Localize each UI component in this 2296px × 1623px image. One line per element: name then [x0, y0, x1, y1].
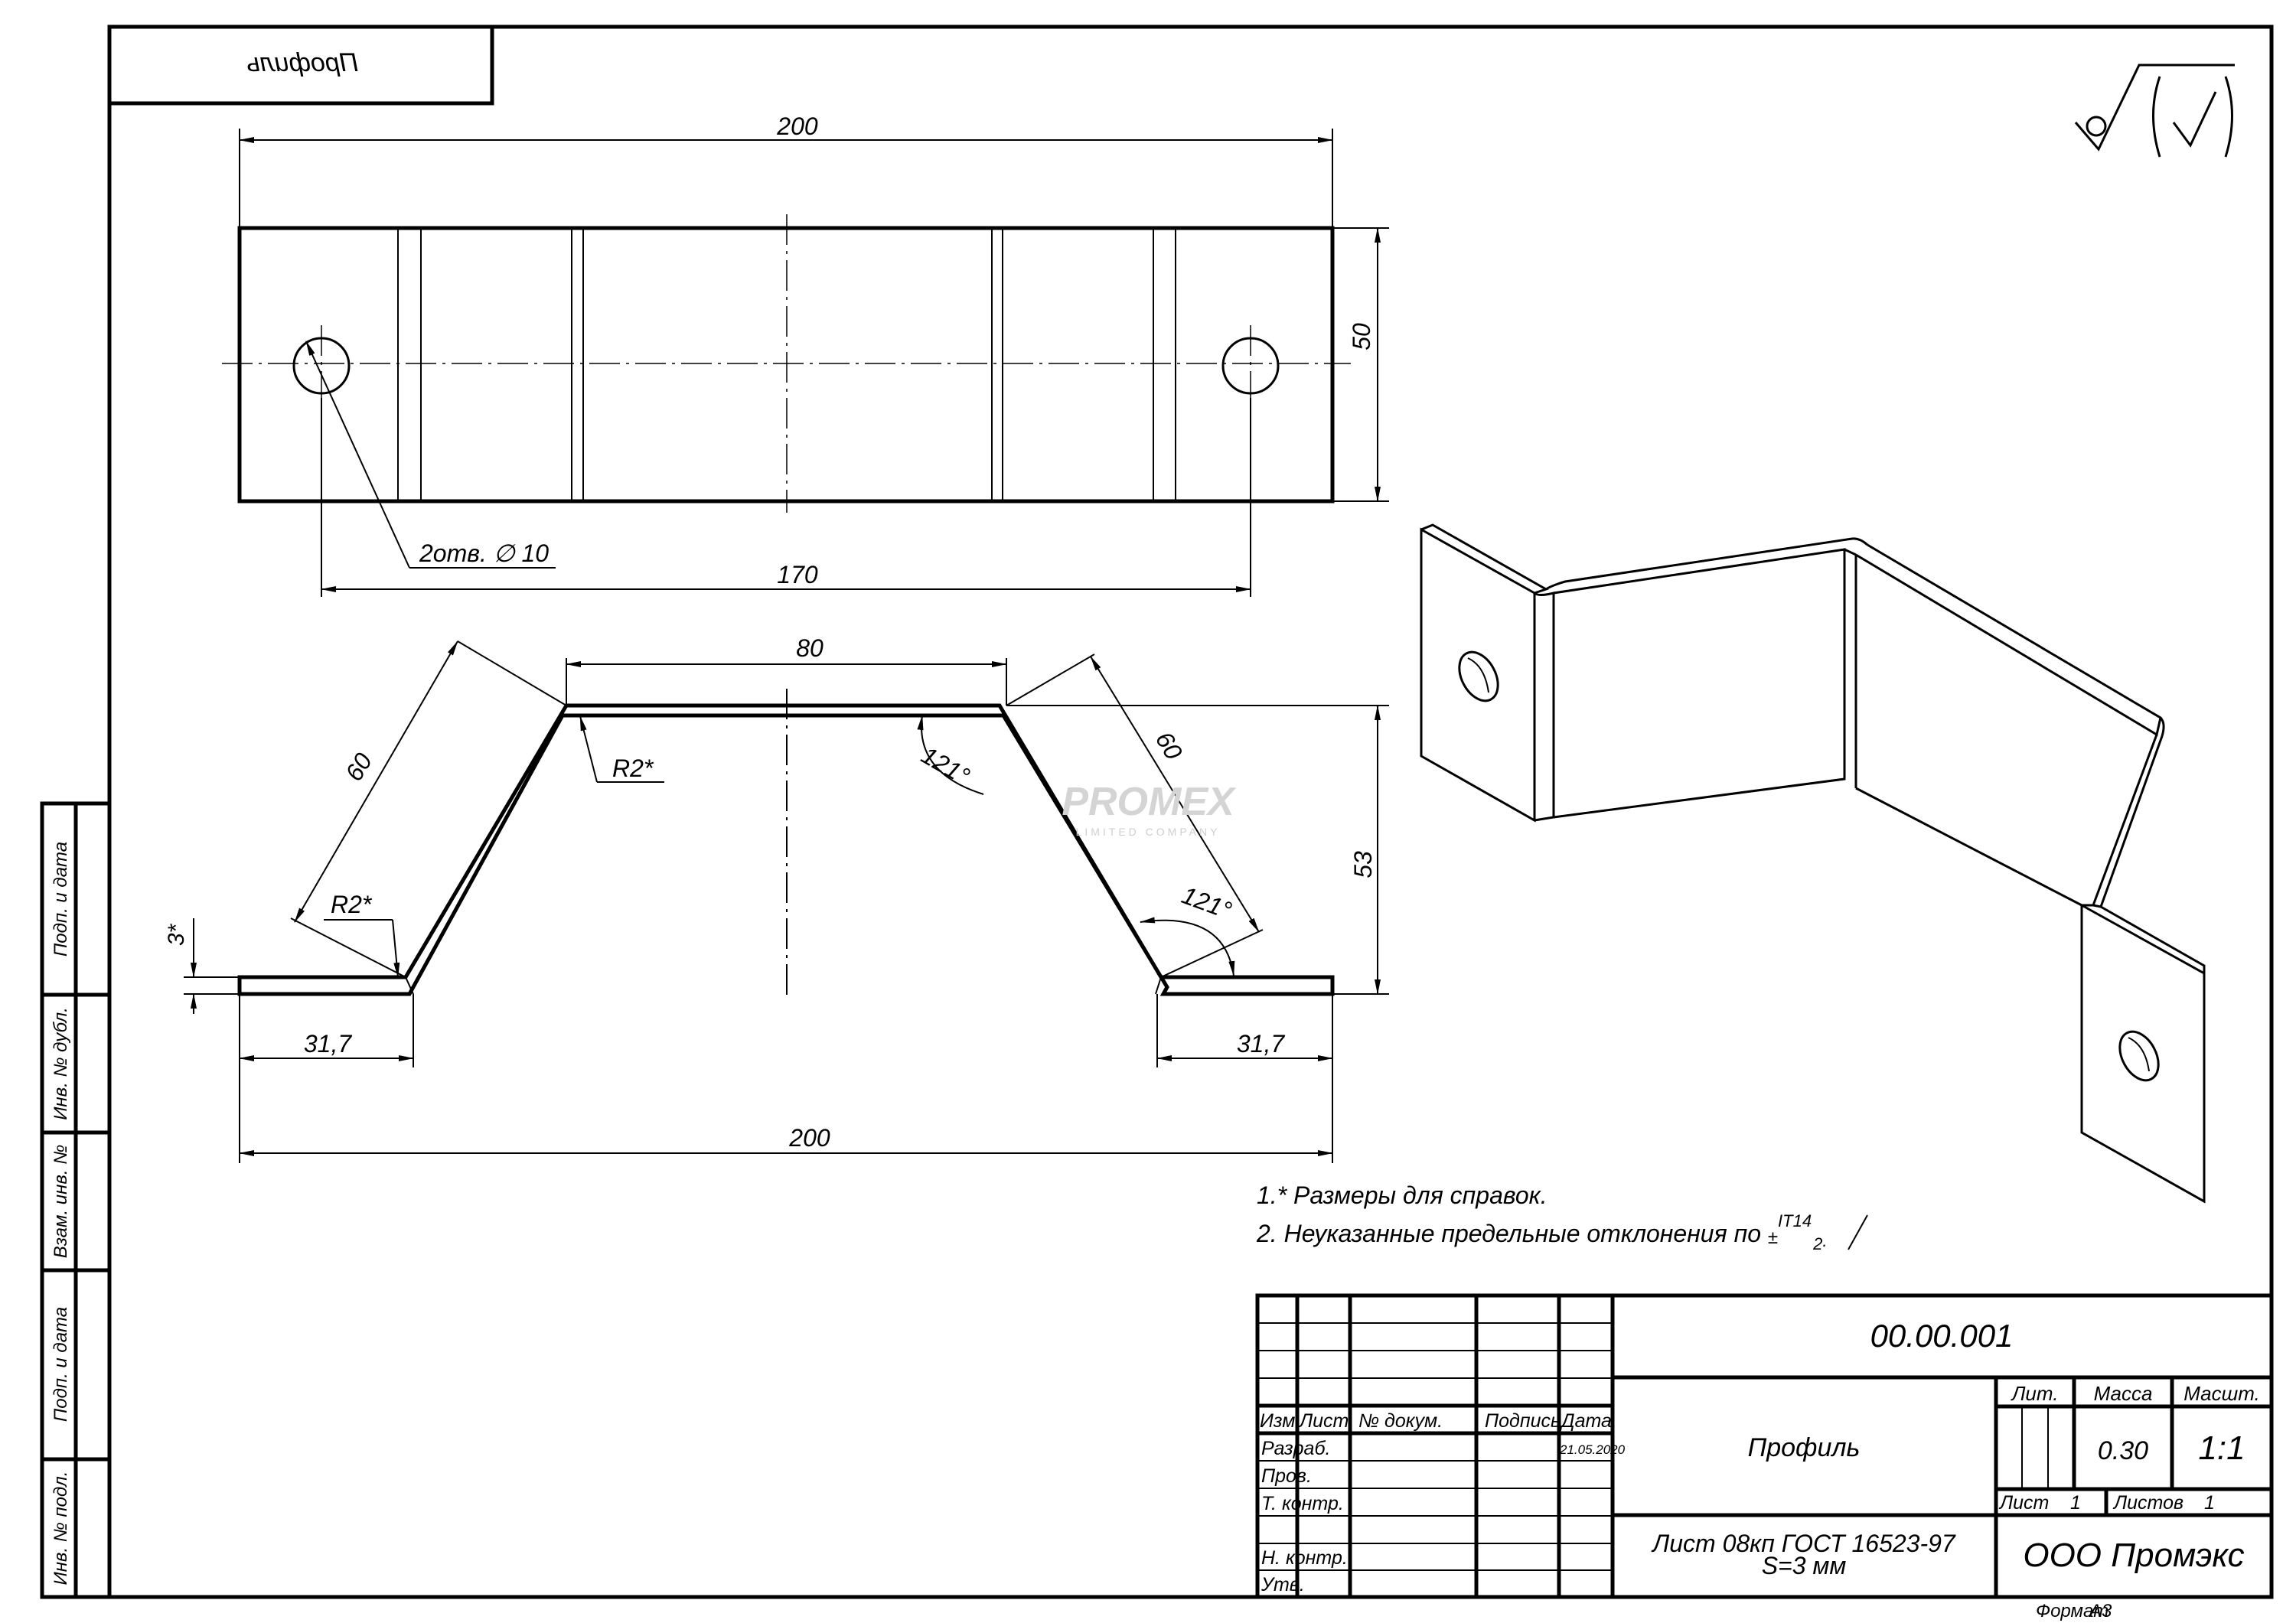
dim-170-text: 170: [777, 561, 818, 588]
dim-80-text: 80: [796, 634, 823, 662]
scale-label: Масшт.: [2183, 1382, 2260, 1405]
top-stamp-box: [107, 24, 494, 106]
sheets-num: 1: [2204, 1492, 2215, 1514]
isometric-view: [1420, 523, 2206, 1204]
dim-60-right-text: 60: [1150, 727, 1188, 764]
note-2: 2. Неуказанные предельные отклонения по …: [1256, 1211, 1827, 1253]
col-sign: Подпись: [1485, 1410, 1561, 1432]
date-value: 21.05.2020: [1559, 1442, 1626, 1457]
dim-200-bottom-text: 200: [788, 1124, 830, 1152]
notes: 1.* Размеры для справок. 2. Неуказанные …: [1256, 1181, 1868, 1253]
radius-bottom-leader: R2*: [324, 891, 400, 978]
angle-bottom-text: 121°: [1179, 881, 1236, 924]
dim-50: 50: [1332, 227, 1389, 502]
top-stamp-mirrored-text: Профиль: [246, 48, 359, 77]
dim-50-text: 50: [1348, 323, 1375, 350]
angle-top-text: 121°: [917, 741, 974, 790]
watermark-brand: PROMEX: [1062, 780, 1237, 824]
dim-53-text: 53: [1349, 851, 1377, 878]
radius-top-leader: R2*: [579, 715, 664, 783]
format-label: Формат: [2036, 1601, 2108, 1621]
sheets-label: Листов: [2112, 1492, 2183, 1514]
dim-flange-right: 31,7: [1156, 994, 1333, 1067]
scale-value: 1:1: [2198, 1429, 2245, 1467]
radius-bottom-text: R2*: [331, 891, 373, 918]
watermark: PROMEX LIMITED COMPANY: [1062, 780, 1237, 838]
col-izm: Изм: [1260, 1410, 1295, 1432]
side-label-1: Подп. и дата: [51, 842, 71, 957]
mass-label: Масса: [2094, 1382, 2153, 1405]
sheet-label: Лист: [1998, 1492, 2049, 1514]
side-label-2: Инв. № дубл.: [51, 1007, 71, 1120]
title-block: Изм Лист № докум. Подпись Дата Разраб. П…: [1255, 1293, 2274, 1621]
row-utv: Утв.: [1261, 1574, 1305, 1595]
dim-80: 80: [566, 634, 1007, 706]
profile-side-view: [237, 689, 1335, 996]
col-date: Дата: [1559, 1410, 1612, 1432]
col-doc: № докум.: [1358, 1410, 1443, 1432]
dim-200-top-text: 200: [776, 112, 818, 140]
flat-pattern-view: [222, 214, 1351, 513]
row-tkontr: Т. контр.: [1261, 1493, 1344, 1514]
hole-callout-text: 2отв. ∅ 10: [419, 539, 549, 567]
dim-200-bottom: 200: [239, 994, 1333, 1163]
radius-top-text: R2*: [612, 754, 654, 782]
row-razrab: Разраб.: [1261, 1438, 1330, 1459]
dim-flange-right-text: 31,7: [1237, 1030, 1285, 1058]
roughness-symbol-icon: [2074, 64, 2235, 158]
dim-flange-left-text: 31,7: [304, 1030, 352, 1058]
dim-thickness-text: 3*: [164, 923, 189, 946]
material-line2: S=3 мм: [1762, 1552, 1847, 1579]
dim-flange-left: 31,7: [239, 994, 414, 1067]
side-label-3: Взам. инв. №: [51, 1145, 71, 1258]
angle-bottom: 121°: [1140, 881, 1235, 976]
dim-170: 170: [321, 398, 1251, 597]
dim-53: 53: [1006, 705, 1389, 995]
row-nkontr: Н. контр.: [1261, 1547, 1348, 1569]
watermark-sub: LIMITED COMPANY: [1076, 826, 1221, 838]
col-list: Лист: [1298, 1410, 1349, 1432]
lit-label: Лит.: [2011, 1382, 2059, 1405]
dim-200-top: 200: [239, 112, 1333, 228]
dim-60-left: 60: [290, 640, 567, 978]
note-1: 1.* Размеры для справок.: [1257, 1181, 1548, 1209]
part-name: Профиль: [1748, 1433, 1861, 1462]
hole-leader: 2отв. ∅ 10: [305, 341, 556, 569]
dim-60-left-text: 60: [340, 748, 377, 786]
mass-value: 0.30: [2098, 1436, 2148, 1465]
side-strip: Подп. и дата Инв. № дубл. Взам. инв. № П…: [40, 801, 112, 1599]
side-label-5: Инв. № подл.: [51, 1471, 71, 1586]
dim-thickness: 3*: [164, 918, 240, 1014]
angle-top: 121°: [917, 715, 984, 795]
side-label-4: Подп. и дата: [51, 1307, 71, 1422]
sheet-num: 1: [2070, 1492, 2081, 1514]
row-prov: Пров.: [1261, 1465, 1312, 1487]
material-line1: Лист 08кп ГОСТ 16523-97: [1651, 1530, 1956, 1557]
designation: 00.00.001: [1870, 1318, 2014, 1354]
format-value: А3: [2088, 1601, 2112, 1621]
company-name: ООО Промэкс: [2023, 1537, 2244, 1574]
